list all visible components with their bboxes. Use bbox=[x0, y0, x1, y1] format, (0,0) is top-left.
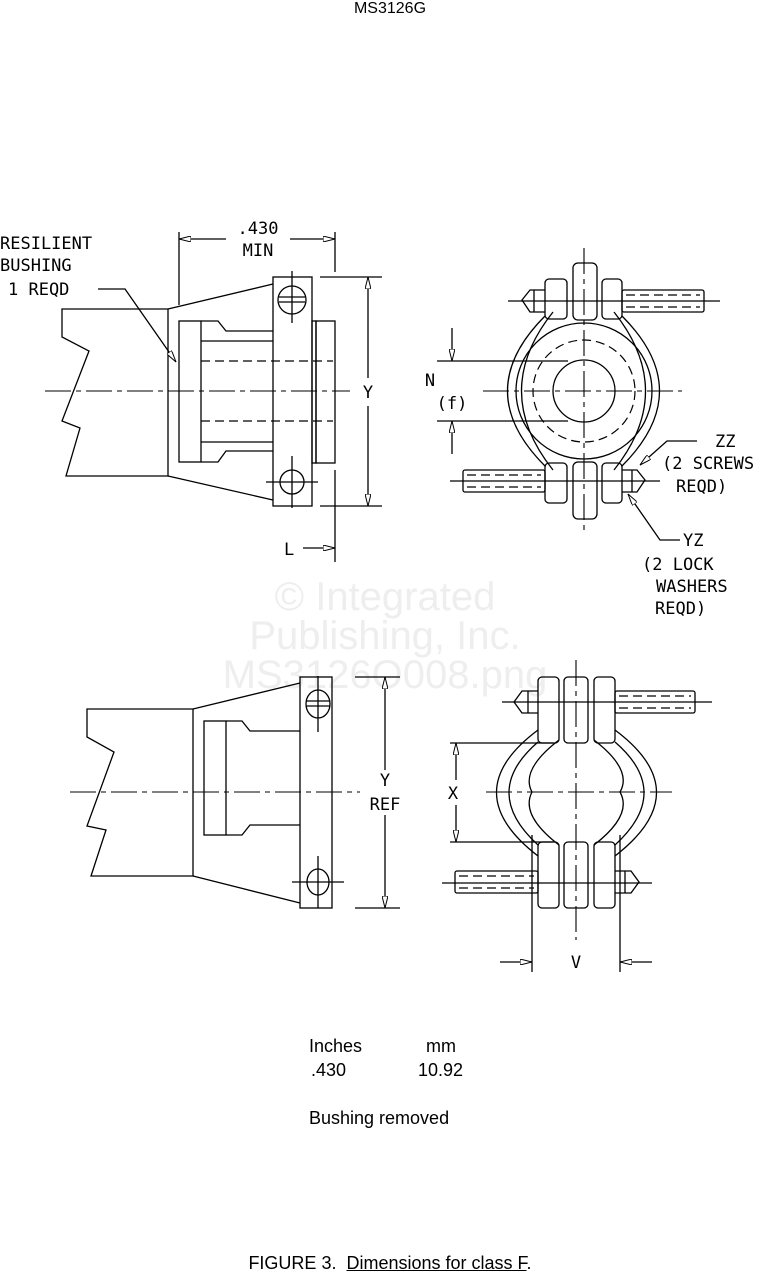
zz-label-line-2: (2 SCREWS bbox=[662, 454, 754, 474]
caption-prefix: FIGURE 3. bbox=[248, 1253, 337, 1273]
document-number: MS3126G bbox=[353, 0, 427, 17]
dim-v-label: V bbox=[571, 953, 581, 973]
dim-x-label: X bbox=[448, 784, 459, 804]
bushing-label-line-1: RESILIENT bbox=[0, 234, 92, 254]
caption-suffix: . bbox=[526, 1253, 532, 1273]
bottom-end-view bbox=[442, 660, 712, 972]
dim-y-label: Y bbox=[363, 383, 373, 403]
dim-f-label: (f) bbox=[437, 394, 468, 414]
dim-430-label: .430 bbox=[238, 219, 279, 239]
dim-y-ref-label: Y bbox=[380, 771, 390, 791]
yz-label-line-3: WASHERS bbox=[656, 577, 728, 597]
bushing-label-line-2: BUSHING bbox=[0, 256, 72, 276]
zz-label-line-3: REQD) bbox=[676, 477, 727, 497]
table-header-inches: Inches bbox=[309, 1036, 363, 1056]
dim-n-label: N bbox=[425, 371, 435, 391]
table-cell-inches: .430 bbox=[311, 1060, 347, 1080]
dim-ref-label: REF bbox=[370, 795, 401, 815]
yz-label-line-2: (2 LOCK bbox=[642, 555, 714, 575]
note-text: Bushing removed bbox=[309, 1108, 450, 1128]
dim-l-label: L bbox=[284, 540, 294, 560]
dim-min-label: MIN bbox=[243, 241, 274, 261]
table-cell-mm: 10.92 bbox=[418, 1060, 464, 1080]
table-header-mm: mm bbox=[426, 1036, 456, 1056]
bottom-side-view bbox=[70, 676, 400, 909]
caption-title: Dimensions for class F bbox=[346, 1253, 527, 1273]
zz-label-line-1: ZZ bbox=[715, 432, 735, 452]
top-end-view bbox=[437, 248, 720, 541]
watermark-line-1: © Integrated bbox=[275, 575, 496, 619]
top-side-view bbox=[45, 232, 382, 562]
watermark: © Integrated Publishing, Inc. MS3126O008… bbox=[223, 575, 548, 697]
bushing-label-line-3: 1 REQD bbox=[8, 280, 69, 300]
watermark-line-2: Publishing, Inc. bbox=[249, 614, 520, 658]
yz-label-line-1: YZ bbox=[683, 531, 703, 551]
figure-caption: FIGURE 3. Dimensions for class F. bbox=[0, 1253, 780, 1274]
yz-label-line-4: REQD) bbox=[655, 599, 706, 619]
